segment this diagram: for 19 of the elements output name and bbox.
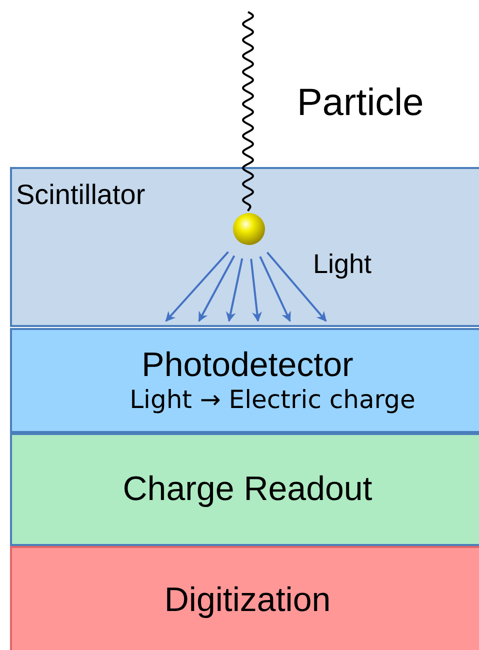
photodetector-layer [10,328,479,433]
layer-title: Photodetector [142,346,354,386]
layer-title: Scintillator [16,179,146,212]
layer-subtitle: Light → Electric charge [130,385,416,416]
layer-title: Digitization [164,581,331,621]
particle-track [242,11,254,212]
light-ray-arrow [266,252,327,322]
scintillator-layer [10,167,479,327]
light-ray-arrow [226,258,244,322]
light-label: Light [313,249,372,280]
light-ray-arrow [259,256,291,322]
charge-readout-layer [10,433,479,546]
digitization-layer [10,546,479,650]
particle-label: Particle [297,82,424,125]
particle-sphere [232,212,266,246]
light-ray-arrow [250,258,262,322]
light-ray-arrow [165,251,229,322]
light-ray-arrow [198,255,236,322]
layer-title: Charge Readout [122,470,372,510]
